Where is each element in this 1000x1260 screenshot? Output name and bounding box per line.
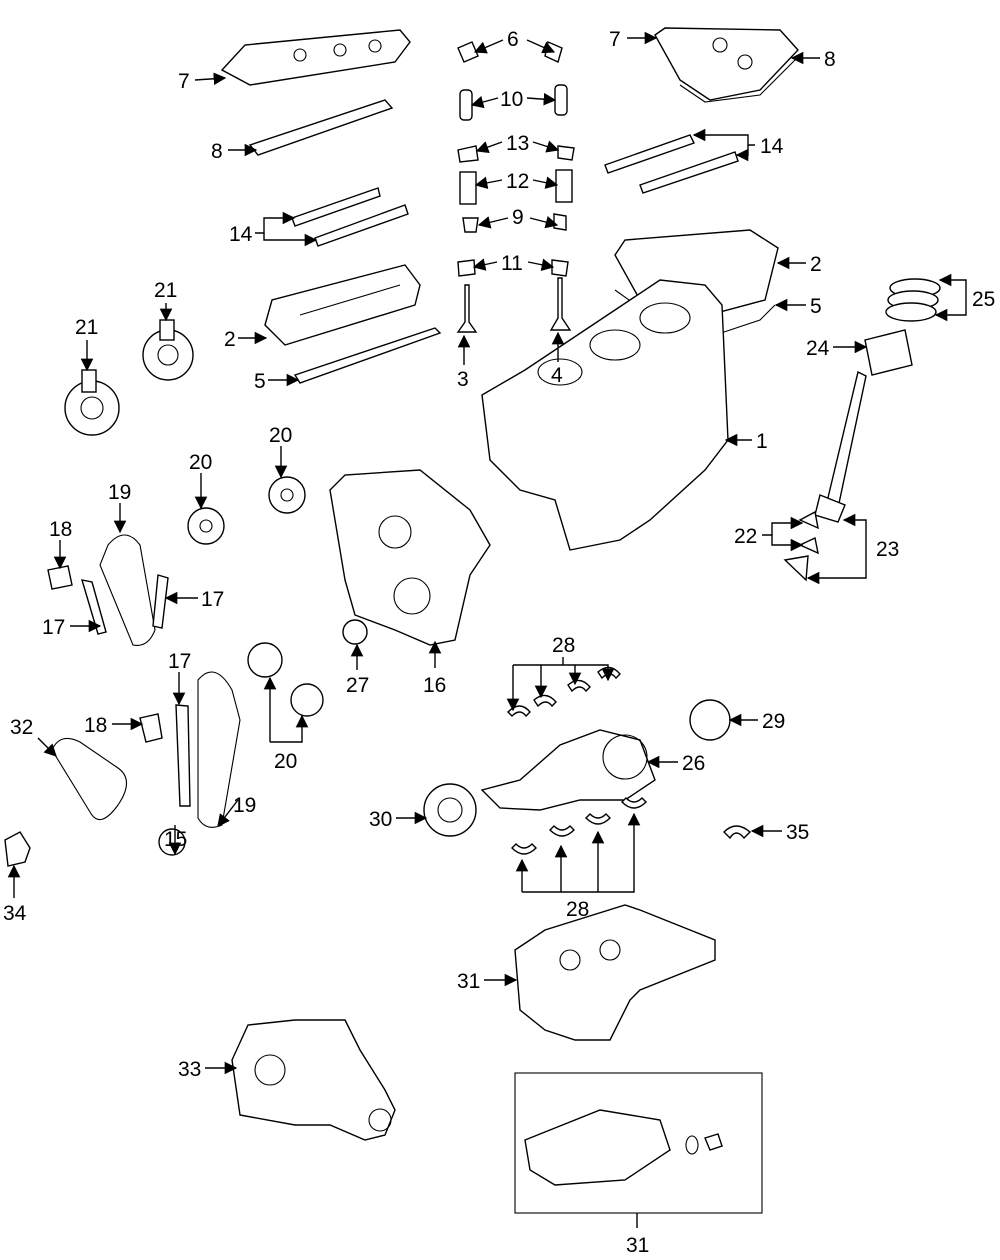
callout-6: 6 bbox=[507, 28, 519, 51]
callout-17-left: 17 bbox=[42, 616, 65, 639]
auxiliary-chain bbox=[51, 737, 128, 821]
callout-26: 26 bbox=[682, 752, 705, 775]
callout-9: 9 bbox=[512, 206, 524, 229]
crank-pulley bbox=[423, 783, 477, 837]
timing-chain-right bbox=[139, 642, 324, 856]
valve-cover-gasket-left bbox=[248, 99, 394, 156]
callout-24: 24 bbox=[806, 337, 830, 360]
connecting-rod bbox=[783, 370, 867, 582]
engine-block bbox=[481, 279, 729, 551]
callout-21-right: 21 bbox=[154, 279, 177, 302]
main-bearings-upper bbox=[507, 666, 621, 718]
callout-7-right: 7 bbox=[609, 28, 621, 51]
camshafts-left bbox=[291, 187, 409, 247]
sprockets-upper bbox=[187, 476, 306, 545]
callout-18-upper: 18 bbox=[49, 518, 72, 541]
callout-3: 3 bbox=[457, 368, 469, 391]
callout-25: 25 bbox=[972, 288, 995, 311]
callout-19-lower: 19 bbox=[233, 794, 256, 817]
callout-7-left: 7 bbox=[178, 70, 190, 93]
rear-main-seal bbox=[689, 699, 731, 741]
callout-28-lower: 28 bbox=[566, 898, 589, 921]
callout-20-lower: 20 bbox=[274, 750, 297, 773]
thrust-washer bbox=[723, 825, 752, 840]
callout-31-lower: 31 bbox=[626, 1234, 649, 1257]
callout-1: 1 bbox=[756, 430, 768, 453]
callout-28-upper: 28 bbox=[552, 634, 575, 657]
crankshaft bbox=[480, 729, 656, 811]
oil-pump bbox=[231, 1019, 396, 1141]
callout-8-left: 8 bbox=[211, 140, 223, 163]
callout-10: 10 bbox=[500, 88, 523, 111]
callout-23: 23 bbox=[876, 538, 899, 561]
leader-lines bbox=[7, 31, 967, 1228]
front-seal bbox=[342, 619, 368, 645]
callout-16: 16 bbox=[423, 674, 446, 697]
callout-2-left: 2 bbox=[224, 328, 236, 351]
callout-35: 35 bbox=[786, 821, 809, 844]
callout-17-right: 17 bbox=[201, 588, 224, 611]
callout-22: 22 bbox=[734, 525, 757, 548]
callout-2-right: 2 bbox=[810, 253, 822, 276]
callout-21-left: 21 bbox=[75, 316, 98, 339]
callout-11: 11 bbox=[501, 252, 523, 275]
callout-18-lower: 18 bbox=[84, 714, 107, 737]
callout-20-mid: 20 bbox=[269, 424, 292, 447]
oil-pan-upper bbox=[514, 904, 716, 1041]
head-gasket-left bbox=[293, 327, 442, 384]
callout-27: 27 bbox=[346, 674, 369, 697]
callout-labels: 1 2 2 3 4 5 5 6 7 7 8 8 9 10 11 12 13 14… bbox=[3, 28, 995, 1257]
timing-cover bbox=[329, 469, 491, 646]
timing-chain-left bbox=[47, 534, 169, 646]
piston-assembly bbox=[864, 278, 941, 376]
chain-tensioner-34 bbox=[4, 831, 31, 867]
cam-phasers bbox=[64, 319, 194, 436]
callout-13: 13 bbox=[506, 132, 529, 155]
callout-14-left: 14 bbox=[229, 223, 253, 246]
valve-cover-left bbox=[220, 29, 411, 86]
callout-14-right: 14 bbox=[760, 135, 784, 158]
valve-cover-right bbox=[654, 27, 801, 103]
callout-5-right: 5 bbox=[810, 295, 822, 318]
callout-5-left: 5 bbox=[254, 370, 266, 393]
callout-30: 30 bbox=[369, 808, 392, 831]
callout-31-upper: 31 bbox=[457, 970, 480, 993]
callout-8-right: 8 bbox=[824, 48, 836, 71]
callout-19-upper: 19 bbox=[108, 481, 131, 504]
callout-33: 33 bbox=[178, 1058, 201, 1081]
callout-29: 29 bbox=[762, 710, 785, 733]
callout-4: 4 bbox=[551, 364, 563, 387]
callout-32: 32 bbox=[10, 716, 33, 739]
cylinder-head-left bbox=[264, 264, 421, 346]
callout-15: 15 bbox=[164, 828, 187, 851]
oil-pan-lower-box bbox=[514, 1072, 763, 1214]
callout-17-lower: 17 bbox=[168, 650, 191, 673]
callout-20-left: 20 bbox=[189, 451, 212, 474]
callout-34: 34 bbox=[3, 902, 27, 925]
main-bearings-lower bbox=[511, 797, 647, 855]
callout-12: 12 bbox=[506, 170, 529, 193]
camshafts-right bbox=[604, 134, 739, 194]
